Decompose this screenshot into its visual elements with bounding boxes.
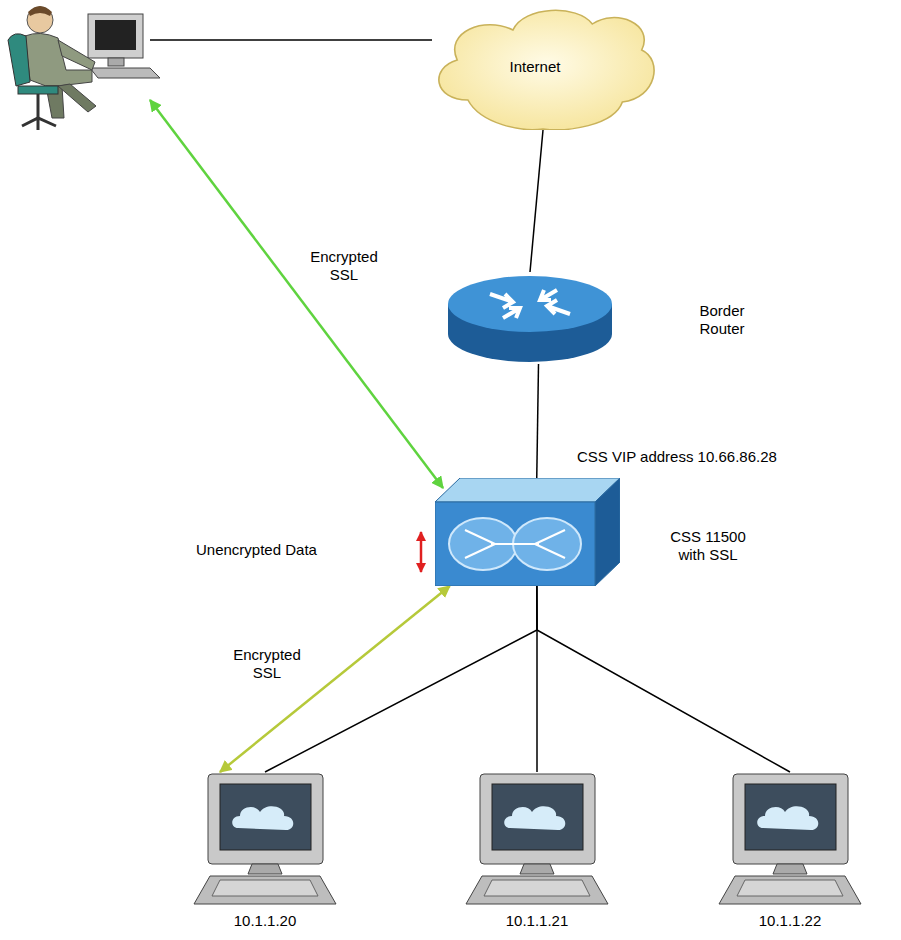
node-label: Internet	[425, 58, 645, 76]
node-label: 10.1.1.22	[705, 912, 875, 930]
border-router: Border Router	[445, 272, 615, 364]
server: 10.1.1.22	[715, 772, 865, 907]
node-label: CSS VIP address 10.66.86.28	[577, 448, 777, 466]
internet-cloud: Internet	[425, 0, 661, 130]
link-label: Encrypted SSL	[298, 248, 390, 284]
content-switch: CSS VIP address 10.66.86.28CSS 11500 wit…	[435, 478, 620, 586]
node-label: Border Router	[677, 302, 767, 338]
server-icon	[715, 772, 865, 907]
ssl-arrow	[150, 100, 443, 488]
connector	[220, 586, 450, 772]
border-router-icon	[445, 272, 615, 364]
node-label: 10.1.1.21	[452, 912, 622, 930]
server: 10.1.1.20	[190, 772, 340, 907]
user-icon	[8, 6, 432, 130]
server-icon	[462, 772, 612, 907]
connector	[537, 586, 790, 772]
content-switch-icon	[435, 478, 620, 586]
connector	[530, 130, 543, 272]
connector	[265, 586, 537, 772]
unencrypted-arrow	[420, 532, 423, 572]
edge-label: Encrypted SSL	[222, 646, 312, 682]
node-label: CSS 11500 with SSL	[663, 528, 753, 564]
server: 10.1.1.21	[462, 772, 612, 907]
connector	[537, 364, 539, 478]
node-label: 10.1.1.20	[180, 912, 350, 930]
flow-label: Unencrypted Data	[196, 541, 406, 559]
server-icon	[190, 772, 340, 907]
